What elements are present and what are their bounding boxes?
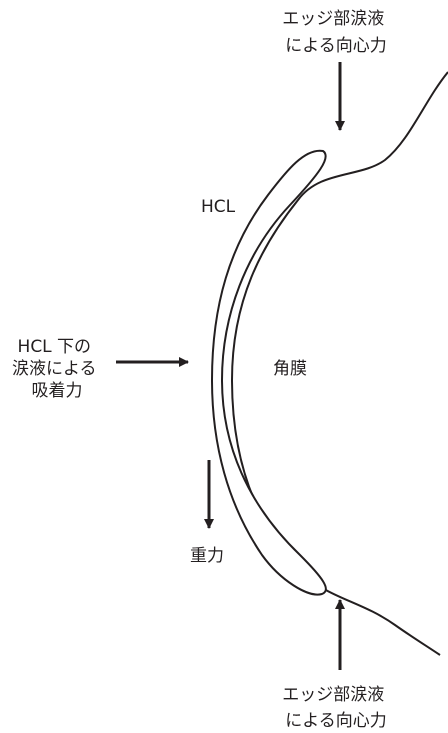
- bottom-force-label-line-2: による向心力: [285, 711, 387, 731]
- gravity-label: 重力: [190, 546, 224, 566]
- suction-label-line-3: 吸着力: [32, 381, 83, 401]
- bottom-force-label: エッジ部涙液 による向心力: [282, 684, 389, 731]
- hcl-lens: [211, 149, 327, 596]
- top-force-label-line-2: による向心力: [285, 36, 387, 56]
- suction-label-line-1: HCL 下の: [18, 337, 92, 357]
- hcl-label: HCL: [201, 197, 236, 217]
- cornea-outline: [230, 71, 448, 656]
- top-force-label: エッジ部涙液 による向心力: [282, 8, 389, 56]
- suction-label-line-2: 涙液による: [12, 358, 97, 379]
- cornea-label: 角膜: [273, 359, 307, 379]
- bottom-force-label-line-1: エッジ部涙液: [282, 684, 384, 705]
- suction-label: HCL 下の 涙液による 吸着力: [12, 337, 102, 401]
- top-force-label-line-1: エッジ部涙液: [282, 8, 384, 29]
